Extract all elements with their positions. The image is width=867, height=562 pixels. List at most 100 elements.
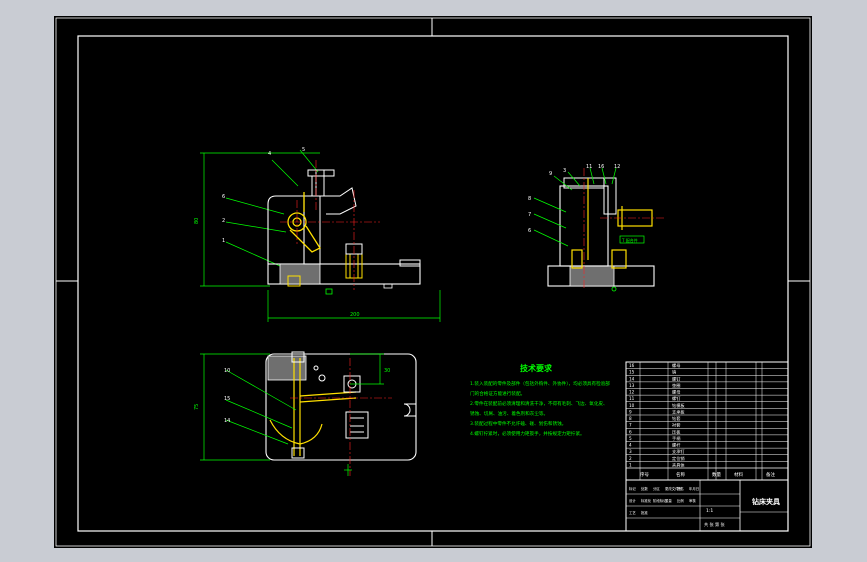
top-centerlines [290,358,392,476]
side-tag-text: T 配合件 [621,237,638,243]
fixture-upright [267,195,305,264]
bom-row-index: 5 [629,436,632,441]
side-label-1: 9 [549,171,552,177]
title-block-label: 处数 [641,486,648,491]
datum-marker [325,288,333,295]
title-block-label: 标记 [629,486,636,491]
scale-value: 1:1 [706,508,713,514]
bom-row-name: 衬套 [672,422,681,429]
base-step [399,259,421,267]
side-label-5: 12 [614,164,620,170]
bom-row-name: 夹具体 [672,461,685,468]
centering-marks [56,18,810,546]
bom-row-index: 13 [629,383,635,388]
side-label-3: 11 [586,164,592,170]
bom-row-name: 螺杆 [672,442,681,449]
bom-row-index: 6 [629,429,632,434]
bom-row-index: 8 [629,416,632,421]
side-label-7: 7 [528,212,531,218]
outer-border [55,17,811,547]
base-plate [267,263,421,285]
tech-note-line: 3.装配过程中零件不允许磕、碰、划伤和锈蚀。 [470,420,566,427]
bom-header-material: 材料 [734,471,743,478]
front-label-3: 6 [222,194,225,200]
side-leaders [533,167,617,247]
bom-row-name: 钻套 [672,415,681,422]
title-block-label: 标准化 [641,498,652,503]
front-label-1: 4 [268,151,271,157]
bom-row-index: 2 [629,456,632,461]
title-block-label: 阶段标记 [653,498,667,503]
bom-row-name: 销 [672,369,676,376]
bom-header-index: 序号 [640,471,649,478]
tech-note-line: 4.螺钉拧紧时，必须使用力矩扳手，并按规定力矩拧紧。 [470,430,585,437]
title-block [625,361,789,532]
bom-row-index: 3 [629,449,632,454]
front-dimensions [200,149,441,322]
title-block-label: 更改文件号 [665,486,683,491]
side-bushing [603,177,617,215]
side-label-4: 16 [598,164,604,170]
bom-row-name: 支承板 [672,408,685,415]
bom-row-index: 1 [629,462,632,467]
bom-row-index: 15 [629,370,635,375]
title-block-label: 审核 [689,498,696,503]
side-tag-box [619,235,645,244]
side-label-6: 8 [528,196,531,202]
bom-row-index: 14 [629,376,635,381]
title-block-label: 重量 [665,498,672,503]
tech-note-line: 2.零件在装配前必须清理和清洗干净，不得有毛刺、飞边、氧化皮、 [470,400,608,407]
front-label-2: 5 [302,147,305,153]
bom-header-name: 名称 [676,471,685,478]
bom-row-index: 4 [629,443,632,448]
bom-row-name: 定位销 [672,455,685,462]
side-datum [611,286,617,292]
side-label-2: 3 [563,168,566,174]
top-label-1: 10 [224,368,230,374]
bom-row-name: 压板 [672,428,681,435]
bom-row-name: 钻模板 [672,402,685,409]
front-height-dimension: 80 [194,218,200,224]
title-block-labels: 标记处数分区更改文件号签名年月日设计标准化阶段标记重量比例审核工艺批准 [629,486,699,515]
top-slot [403,403,417,417]
front-centerlines [280,160,380,290]
bom-header-remark: 备注 [766,471,775,478]
bom-row-index: 12 [629,390,635,395]
tech-notes-title: 技术要求 [520,363,553,373]
bom-row-name: 螺钉 [672,395,681,402]
bom-row-index: 7 [629,423,632,428]
sheet-note: 共 张 第 张 [704,521,726,528]
bom-row-name: 垫圈 [672,382,680,389]
side-label-8: 6 [528,228,531,234]
bom-row-index: 10 [629,403,635,408]
bom-row-name: 手柄 [672,435,680,442]
front-width-dimension: 200 [350,312,360,318]
tech-note-line: 1.装入装配的零件及部件（包括外购件、外协件），均必须具有检验部 [470,380,610,387]
top-right-dimension: 30 [384,368,390,374]
top-label-2: 15 [224,396,230,402]
title-block-label: 批准 [641,510,648,515]
title-block-label: 分区 [653,486,660,491]
bom-row-name: 螺钉 [672,375,681,382]
drawing-frame [77,35,789,532]
top-view [200,351,417,476]
side-hatch [569,265,615,287]
front-view [200,149,441,322]
bom-row-index: 11 [629,396,635,401]
base-foot [383,283,393,289]
bom-header-qty: 数量 [712,471,721,478]
title-block-label: 年月日 [689,486,699,491]
bom-row-name: 螺母 [672,362,680,369]
top-label-3: 14 [224,418,230,424]
drawing-name: 钻床夹具 [752,497,780,506]
title-block-frame [625,361,789,532]
front-label-5: 1 [222,238,225,244]
top-height-dimension: 75 [194,404,200,410]
sheet-background [54,16,812,548]
tech-note-line: 门的合格证方能进行装配。 [470,390,525,397]
title-block-label: 比例 [677,498,684,503]
front-label-4: 2 [222,218,225,224]
side-centerlines [583,168,664,290]
top-dimensions [200,353,384,476]
